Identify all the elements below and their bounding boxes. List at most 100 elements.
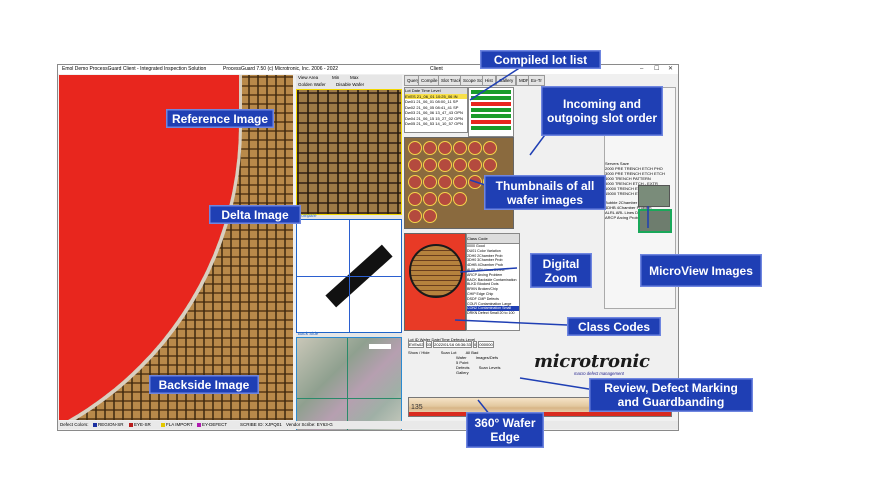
wafer-thumbnail[interactable] (408, 175, 422, 189)
wafer-thumbnail[interactable] (423, 209, 437, 223)
wafer-thumbnail[interactable] (483, 158, 497, 172)
arrow-compiled (469, 66, 522, 101)
lot-row[interactable]: Dw01 21_06_01 08:00_11 SP (405, 99, 459, 104)
tab-ex-tr[interactable]: Ex-Tr (528, 75, 545, 86)
wafer-thumbnail[interactable] (408, 158, 422, 172)
reference-image[interactable] (296, 89, 402, 215)
server-item[interactable]: 10000 TRENCH ETCH (605, 186, 646, 191)
view-max-radio[interactable]: Max (350, 75, 359, 80)
date-field[interactable]: 2022/01/16 08:36:33 (433, 341, 472, 348)
slot-indicator (471, 108, 511, 112)
class-code-item[interactable]: 4DHB 4Chamber Prob (467, 263, 503, 268)
digital-zoom-view[interactable] (404, 233, 466, 331)
lot-row[interactable]: Dw03 21_06_06 13_47_43 OPN (405, 110, 463, 115)
show-hide-checkbox[interactable]: Show / Hide (408, 350, 430, 355)
tab-gallery[interactable]: Gallery (496, 75, 517, 86)
reason-item[interactable]: 4DHB 4Chamber Problem (605, 205, 652, 210)
class-code-item[interactable]: COLR Contamination Large (467, 301, 512, 306)
wafer-thumbnail[interactable] (483, 141, 497, 155)
wafer-thumbnail[interactable] (468, 158, 482, 172)
wafer-thumbnail[interactable] (408, 141, 422, 155)
server-item[interactable]: 15000 TRENCH ETCH (605, 191, 646, 196)
wafer-field[interactable]: 03 (425, 341, 433, 348)
vendor-scribe: Vendor Scribe: EY63-G (286, 422, 333, 427)
lot-row[interactable]: Dw05 21_06_53 14_10_57 OPN (405, 121, 463, 126)
edge-tick-label: 135 (411, 404, 423, 411)
server-item[interactable]: 5000 TRENCH ETCH - EXTR (605, 181, 658, 186)
server-item[interactable]: 3000 PRE TRENCH ETCH ETCH (605, 171, 665, 176)
backside-image[interactable] (296, 337, 402, 430)
reason-item[interactable]: ARCP Arcing Problem (CVD ILD) (605, 215, 664, 220)
class-code-item[interactable]: CON2 Contamination Small (467, 306, 519, 312)
class-code-item[interactable]: BRKN Broken/Chip (467, 287, 498, 292)
class-code-item[interactable]: CHIP Edge Chip (467, 291, 494, 296)
wafer-thumbnail[interactable] (438, 175, 452, 189)
wafer-thumbnail[interactable] (453, 192, 467, 206)
bad-radio[interactable]: Bad (471, 350, 479, 355)
class-code-item[interactable]: DU01 Color Variation (467, 248, 501, 253)
servers-save-button[interactable]: Save (619, 161, 630, 166)
arrow-review (519, 377, 596, 391)
five-point-checkbox[interactable]: 5 Point (456, 360, 469, 365)
lot-row[interactable]: Dw02 21_06_05 08:41_41 SP (405, 104, 459, 110)
wafer-thumbnail[interactable] (453, 141, 467, 155)
defects-field[interactable]: 0 (472, 341, 478, 348)
compiled-lot-list[interactable]: Lot Date Time Level EVES 21_06_01 10:25_… (404, 87, 468, 133)
server-item[interactable]: 4000 TRENCH PATTERN (605, 176, 651, 181)
tab-hist[interactable]: Hist (482, 75, 496, 86)
level-field[interactable]: 000000 (478, 341, 494, 348)
defects-checkbox[interactable]: Defects (456, 365, 470, 370)
lot-list-header: Lot Date Time Level (405, 88, 467, 94)
class-code-item[interactable]: 3DH0 3Chamber Prob (467, 258, 503, 263)
delta-image[interactable] (296, 219, 402, 333)
wafer-thumbnail[interactable] (423, 175, 437, 189)
wafer-thumbnail[interactable] (453, 158, 467, 172)
lot-id-field[interactable]: EVEs02 (408, 341, 425, 348)
wafer-thumbnail[interactable] (408, 192, 422, 206)
minimize-icon[interactable]: – (640, 66, 644, 72)
class-code-item[interactable]: DRKN Defect Small 20 to 100 (467, 311, 515, 316)
images-defs-checkbox[interactable]: Images/Defs (475, 355, 499, 360)
backside-crosshair-h (297, 398, 401, 399)
legend-region: REGION-SR (92, 421, 124, 429)
class-code-item[interactable]: ARCP Arcing Problem (467, 272, 503, 277)
gallery-checkbox[interactable]: Gallery (456, 370, 469, 375)
class-code-item[interactable]: DSDF CMP Defects (467, 296, 499, 301)
reason-item[interactable]: Bubble 2Chamber Problem (605, 200, 654, 205)
wafer-thumbnail[interactable] (423, 141, 437, 155)
wafer-thumbnail[interactable] (453, 175, 467, 189)
review-controls: Lot ID Wafer Date/Time Defects Level EVE… (408, 337, 604, 397)
microview-thumbnail[interactable] (638, 185, 670, 207)
wafer-thumbnail[interactable] (423, 192, 437, 206)
microview-thumbnail-selected[interactable] (638, 209, 672, 233)
wafer-checkbox[interactable]: Wafer (456, 355, 467, 360)
class-code-list[interactable]: 0000 Good DU01 Color Variation 2DH0 2Cha… (466, 243, 520, 331)
close-icon[interactable]: ✕ (668, 66, 674, 72)
class-code-item[interactable]: 0000 Good (467, 244, 485, 248)
view-min-radio[interactable]: Min (332, 75, 340, 80)
wafer-thumbnail[interactable] (468, 141, 482, 155)
slot-order-list[interactable] (468, 87, 514, 137)
legend-ey-defect: EY-DEFECT (196, 421, 227, 429)
date-time-label: Date/Time (431, 337, 450, 342)
wafer-thumbnail[interactable] (438, 141, 452, 155)
wafer-thumbnail[interactable] (408, 209, 422, 223)
scan-levels-button[interactable]: Scan Levels (478, 365, 501, 370)
scan-lot-button[interactable]: Scan Lot (440, 350, 457, 355)
lot-row[interactable]: EVES 21_06_01 10:25_06 IN (405, 93, 467, 99)
class-code-item[interactable]: 2DH0 2Chamber Prob (467, 253, 503, 258)
wafer-thumbnail[interactable] (438, 192, 452, 206)
reason-item[interactable]: ALRL ARL Lines Defect (605, 210, 647, 215)
server-item[interactable]: 2000 PRE TRENCH ETCH PHO (605, 166, 663, 171)
window-copyright: ProcessGuard 7.50 (c) Microtronic, Inc. … (223, 66, 339, 72)
wafer-map-view[interactable] (59, 75, 293, 420)
class-code-item[interactable]: BACK Backside Contamination (467, 277, 517, 282)
lot-row[interactable]: Dw04 21_06_15 15_27_02 OPN (405, 115, 463, 121)
maximize-icon[interactable]: ☐ (654, 66, 660, 72)
class-code-item[interactable]: BLKD Blocked Dots (467, 282, 499, 287)
all-radio[interactable]: All (465, 350, 471, 355)
disable-wafer-checkbox[interactable]: Disable Wafer (336, 82, 365, 87)
callout-wafer-edge: 360° Wafer Edge (466, 412, 544, 448)
wafer-thumbnail[interactable] (438, 158, 452, 172)
wafer-thumbnail[interactable] (423, 158, 437, 172)
